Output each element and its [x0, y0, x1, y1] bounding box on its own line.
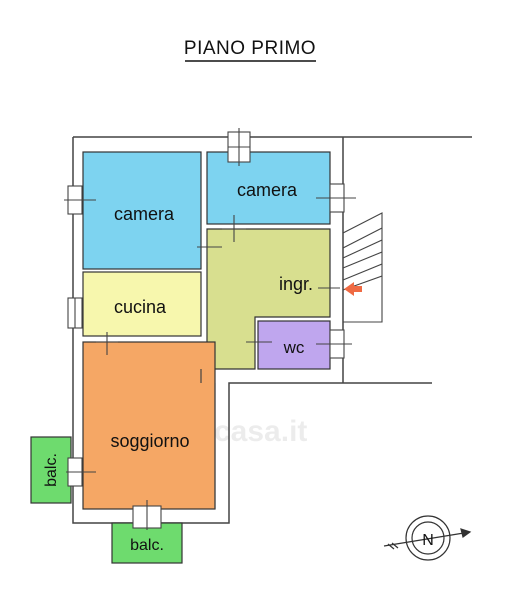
label-balcone-left: balc. [43, 453, 60, 487]
svg-text:casa.it: casa.it [214, 415, 307, 448]
label-ingresso: ingr. [279, 274, 313, 294]
room-cucina [82, 271, 202, 337]
label-camera-1: camera [114, 204, 175, 224]
balcony-left [30, 436, 72, 504]
room-camera-2 [206, 151, 331, 225]
label-cucina: cucina [114, 297, 167, 317]
room-wc [257, 320, 331, 370]
label-balcone-bottom: balc. [130, 537, 164, 554]
north-compass: N [383, 515, 472, 561]
compass-north-label: N [422, 532, 434, 549]
entrance-arrow [344, 282, 362, 296]
inner-walls [200, 369, 216, 509]
label-wc: wc [283, 338, 305, 357]
window-marks [64, 128, 356, 530]
label-soggiorno: soggiorno [110, 431, 189, 451]
label-camera-2: camera [237, 180, 298, 200]
plan-title: PIANO PRIMO [184, 38, 316, 59]
staircase [342, 212, 383, 323]
room-soggiorno [82, 341, 216, 510]
room-camera-1 [82, 151, 202, 270]
